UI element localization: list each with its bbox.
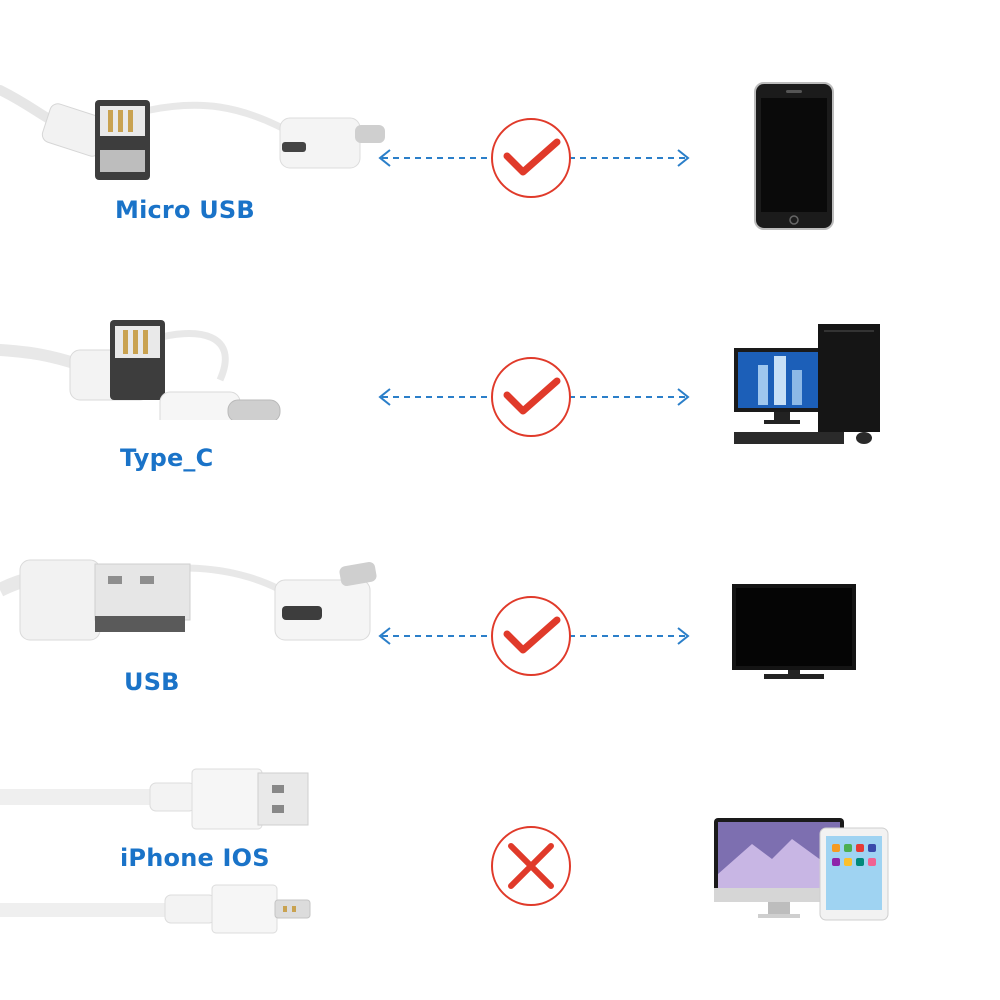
check-circle-icon	[489, 355, 573, 439]
compat-row-iphone-ios: iPhone IOS	[0, 720, 1000, 960]
compat-row-usb: USB	[0, 480, 1000, 720]
cable-label: Micro USB	[115, 196, 255, 224]
compat-row-type-c: Type_C	[0, 240, 1000, 480]
double-arrow-icon	[376, 386, 692, 408]
cable-label: USB	[124, 668, 180, 696]
type-c-adapter-cable-icon	[0, 310, 300, 420]
usb-a-adapter-cable-icon	[0, 550, 400, 650]
double-arrow-icon	[376, 625, 692, 647]
lightning-cable-icon	[0, 765, 330, 945]
compat-row-micro-usb: Micro USB	[0, 0, 1000, 240]
tv-monitor-icon	[730, 582, 858, 682]
micro-usb-otg-cable-icon	[0, 70, 400, 200]
double-arrow-icon	[376, 147, 692, 169]
check-circle-icon	[489, 594, 573, 678]
check-circle-icon	[489, 116, 573, 200]
cross-circle-icon	[489, 824, 573, 908]
smartphone-icon	[754, 82, 834, 230]
imac-ipad-icon	[712, 814, 892, 924]
cable-label: iPhone IOS	[120, 844, 270, 872]
cable-label: Type_C	[120, 444, 214, 472]
desktop-computer-icon	[728, 320, 888, 450]
